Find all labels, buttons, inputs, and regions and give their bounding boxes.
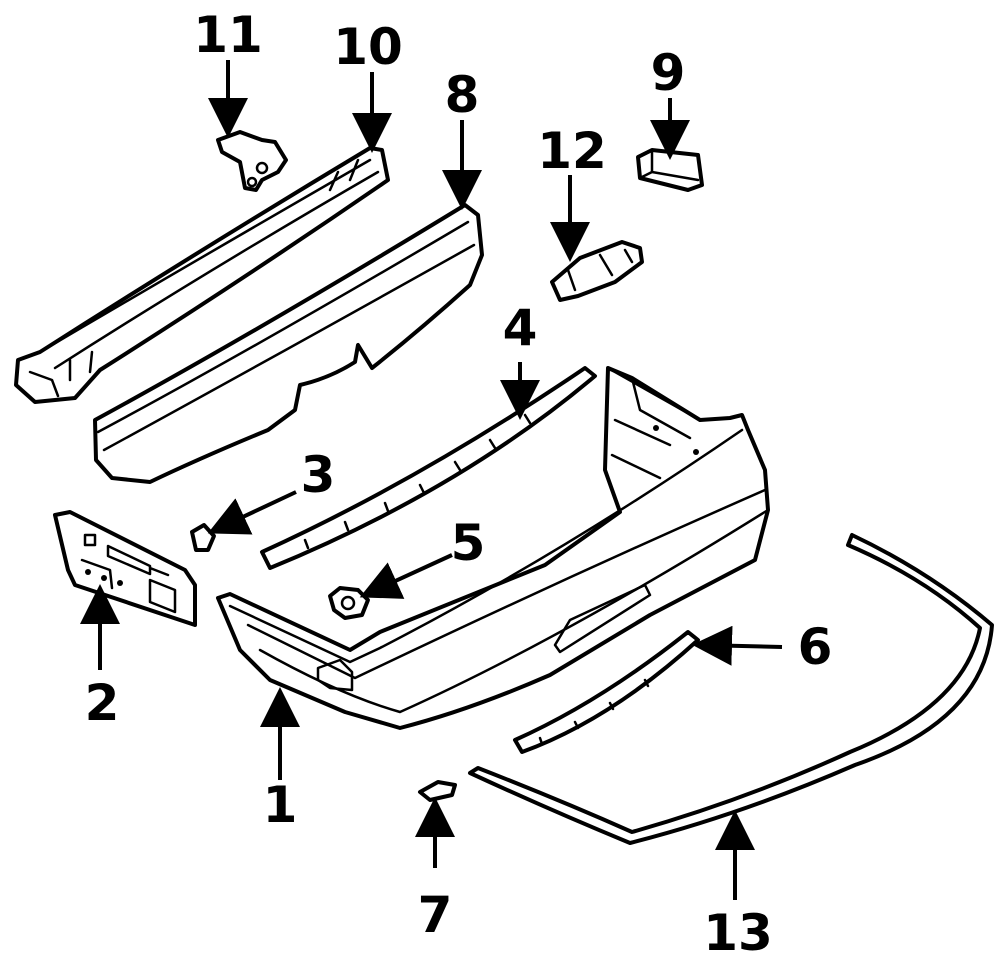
leader-3 bbox=[207, 490, 297, 535]
callout-8: 8 bbox=[445, 66, 480, 124]
part-13-weatherstrip bbox=[468, 533, 994, 845]
callout-9: 9 bbox=[651, 44, 686, 102]
callout-labels: 1 2 3 4 5 6 7 8 9 10 11 12 13 bbox=[85, 6, 833, 962]
part-5-retainer-clip bbox=[328, 586, 370, 620]
callout-3: 3 bbox=[301, 446, 336, 504]
part-11-bracket bbox=[216, 130, 288, 192]
callout-1: 1 bbox=[263, 776, 298, 834]
callout-4: 4 bbox=[503, 299, 538, 357]
part-3-retainer-clip bbox=[190, 523, 216, 552]
leader-5 bbox=[359, 553, 453, 599]
part-2-license-bracket bbox=[53, 510, 197, 627]
callout-7: 7 bbox=[418, 886, 453, 944]
callout-6: 6 bbox=[798, 618, 833, 676]
callout-10: 10 bbox=[333, 18, 403, 76]
part-8-energy-absorber bbox=[93, 203, 484, 484]
callout-5: 5 bbox=[451, 514, 486, 572]
part-12-mounting-bracket bbox=[550, 240, 644, 302]
part-1-bumper-cover bbox=[216, 366, 770, 730]
part-7-trim-piece bbox=[418, 780, 457, 802]
callout-12: 12 bbox=[537, 122, 607, 180]
callout-2: 2 bbox=[85, 674, 120, 732]
part-9-pad bbox=[636, 148, 704, 192]
leader-6 bbox=[692, 625, 783, 666]
callout-13: 13 bbox=[703, 904, 773, 962]
callout-leaders bbox=[80, 60, 783, 900]
part-10-impact-bar bbox=[14, 146, 390, 404]
callout-11: 11 bbox=[193, 6, 263, 64]
